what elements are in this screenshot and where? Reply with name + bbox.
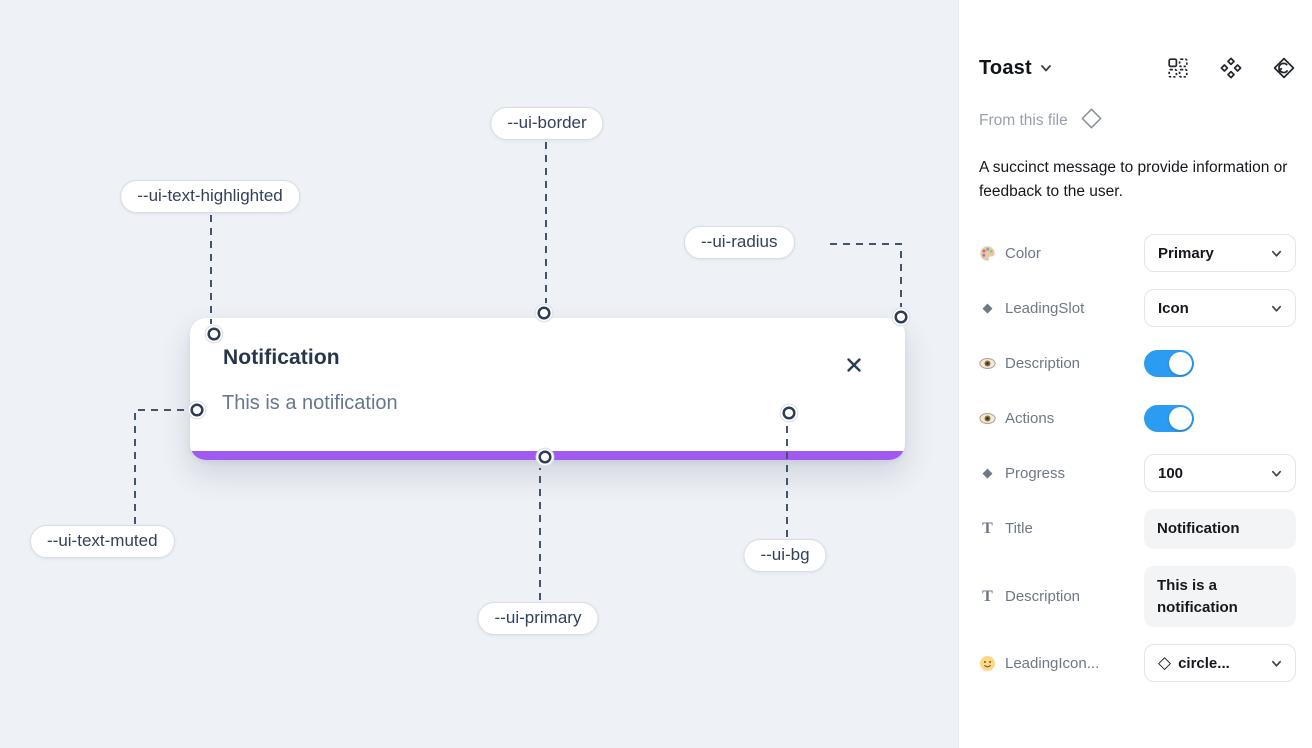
prop-row-leadingslot: ◆ LeadingSlot Icon: [979, 289, 1296, 328]
leadingslot-select[interactable]: Icon: [1144, 289, 1296, 328]
prop-label-text: Title: [1005, 520, 1033, 538]
select-value: circle...: [1178, 654, 1230, 672]
component-diamonds-icon[interactable]: [1219, 56, 1243, 80]
var-label-ui-radius[interactable]: --ui-radius: [684, 226, 795, 259]
actions-toggle[interactable]: [1144, 404, 1194, 432]
diamond-outline-icon: ◇: [1158, 653, 1172, 673]
component-title: Toast: [979, 56, 1032, 79]
var-label-ui-text-muted[interactable]: --ui-text-muted: [30, 525, 175, 558]
var-label-ui-border[interactable]: --ui-border: [490, 107, 604, 140]
instance-grid-icon[interactable]: [1166, 56, 1190, 80]
prop-row-actions-toggle: Actions: [979, 399, 1296, 437]
title-input[interactable]: Notification: [1144, 509, 1296, 549]
prop-label-text: Color: [1005, 244, 1041, 262]
diamond-icon: ◆: [982, 465, 993, 481]
design-canvas[interactable]: Notification This is a notification --ui…: [0, 0, 958, 748]
description-input[interactable]: This is a notification: [1144, 565, 1296, 628]
prop-row-description-toggle: Description: [979, 344, 1296, 382]
line-ui-radius: [830, 243, 902, 307]
eye-icon: [979, 355, 996, 372]
chevron-down-icon: [1272, 250, 1281, 257]
toast-progress-bar: [190, 451, 905, 460]
var-label-ui-bg[interactable]: --ui-bg: [743, 539, 827, 572]
chevron-down-icon: [1272, 305, 1281, 312]
component-description: A succinct message to provide informatio…: [979, 159, 1288, 201]
diamond-icon: ◆: [982, 300, 993, 316]
text-icon: T: [982, 519, 993, 537]
eye-icon: [979, 410, 996, 427]
chevron-down-icon: [1272, 660, 1281, 667]
close-icon[interactable]: [841, 352, 867, 378]
properties-panel: Toast: [958, 0, 1312, 748]
diamond-swap-arrow-icon[interactable]: [1272, 56, 1296, 80]
toast-component[interactable]: Notification This is a notification: [190, 318, 905, 460]
prop-row-progress: ◆ Progress 100: [979, 454, 1296, 493]
prop-row-color: Color Primary: [979, 234, 1296, 273]
text-icon: T: [982, 587, 993, 605]
panel-header: Toast: [979, 56, 1296, 80]
var-label-ui-primary[interactable]: --ui-primary: [477, 602, 599, 635]
source-row: From this file: [979, 106, 1296, 136]
palette-icon: [979, 245, 996, 262]
prop-label-text: Description: [1005, 588, 1081, 606]
select-value: Icon: [1158, 299, 1189, 317]
prop-row-title: T Title Notification: [979, 509, 1296, 549]
prop-label-text: LeadingSlot: [1005, 299, 1085, 317]
toast-description: This is a notification: [222, 392, 398, 414]
description-toggle[interactable]: [1144, 349, 1194, 377]
prop-row-leadingicon: LeadingIcon... ◇ circle...: [979, 644, 1296, 683]
smiley-icon: [979, 655, 996, 672]
chevron-down-icon[interactable]: [1040, 62, 1052, 74]
prop-row-description-text: T Description This is a notification: [979, 565, 1296, 628]
var-label-ui-text-highlighted[interactable]: --ui-text-highlighted: [120, 180, 300, 213]
prop-label-text: Progress: [1005, 464, 1066, 482]
progress-select[interactable]: 100: [1144, 454, 1296, 493]
props-list: Color Primary ◆ LeadingSlot Icon: [979, 234, 1296, 683]
leadingicon-select[interactable]: ◇ circle...: [1144, 644, 1296, 683]
header-icon-group: [1166, 56, 1296, 80]
toast-title: Notification: [223, 346, 340, 369]
line-ui-text-muted: [134, 409, 186, 524]
color-select[interactable]: Primary: [1144, 234, 1296, 273]
diamond-outline-icon: [1079, 106, 1104, 136]
select-value: Primary: [1158, 244, 1214, 262]
prop-label-text: Description: [1005, 354, 1081, 372]
source-label: From this file: [979, 112, 1068, 129]
prop-label-text: Actions: [1005, 409, 1055, 427]
select-value: 100: [1158, 464, 1184, 482]
chevron-down-icon: [1272, 470, 1281, 477]
prop-label-text: LeadingIcon...: [1005, 654, 1100, 672]
